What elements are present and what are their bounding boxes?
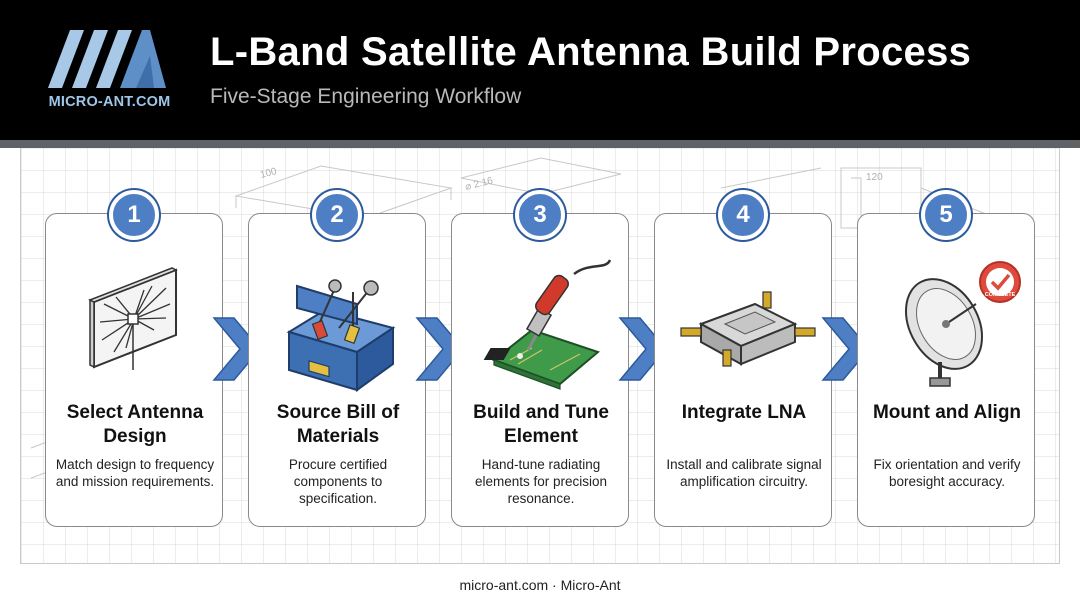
step-title-4: Integrate LNA [681, 402, 807, 423]
step-card-2: Source Bill of Materials Procure certifi… [248, 213, 426, 527]
step-title-3: Build and Tune Element [473, 402, 609, 447]
step-badge-1: 1 [109, 190, 159, 240]
footer-credit[interactable]: micro-ant.com · Micro-Ant [459, 577, 621, 593]
step-title-1: Select Antenna Design [66, 402, 204, 447]
step-description-1: Match design to frequency and mission re… [55, 457, 215, 489]
complete-stamp-icon [979, 261, 1021, 303]
logo-text: MICRO-ANT.COM [48, 94, 171, 110]
page-title: L-Band Satellite Antenna Build Process [210, 30, 972, 74]
header-bar: MICRO-ANT.COM L-Band Satellite Antenna B… [0, 0, 1080, 140]
step-title-2: Source Bill of Materials [276, 402, 400, 447]
step-badge-2: 2 [312, 190, 362, 240]
step-card-4: Integrate LNA Install and calibrate sign… [654, 213, 832, 527]
satellite-dish-icon: COMPLETE [905, 261, 1021, 387]
step-badge-4: 4 [718, 190, 768, 240]
sketch-dimension-100: 100 [259, 166, 278, 181]
step-description-2: Procure certified components to specific… [288, 457, 388, 506]
sketch-dimension-120: 120 [866, 172, 883, 183]
toolbox-icon [286, 279, 396, 392]
step-description-3: Hand-tune radiating elements for precisi… [474, 457, 608, 506]
step-description-4: Install and calibrate signal amplificati… [666, 457, 822, 489]
lna-module-icon [680, 291, 816, 367]
step-badge-5: 5 [921, 190, 971, 240]
step-card-3: Build and Tune Element Hand-tune radiati… [451, 213, 629, 527]
step-description-5: Fix orientation and verify boresight acc… [873, 457, 1021, 489]
step-card-5: COMPLETE Mount and Align Fix orientation… [857, 213, 1035, 527]
step-title-5: Mount and Align [872, 402, 1022, 423]
antenna-panel-icon [88, 267, 178, 370]
header-divider [0, 140, 1080, 148]
stamp-text: COMPLETE [985, 292, 1016, 298]
brand-logo[interactable]: MICRO-ANT.COM [42, 26, 177, 116]
step-badge-3: 3 [515, 190, 565, 240]
sketch-dimension-216: ⌀ 2.16 [464, 175, 495, 193]
page-subtitle: Five-Stage Engineering Workflow [210, 85, 522, 108]
micro-ant-logo-icon [48, 30, 166, 88]
soldering-iron-icon [483, 259, 612, 390]
step-card-1: Select Antenna Design Match design to fr… [45, 213, 223, 527]
